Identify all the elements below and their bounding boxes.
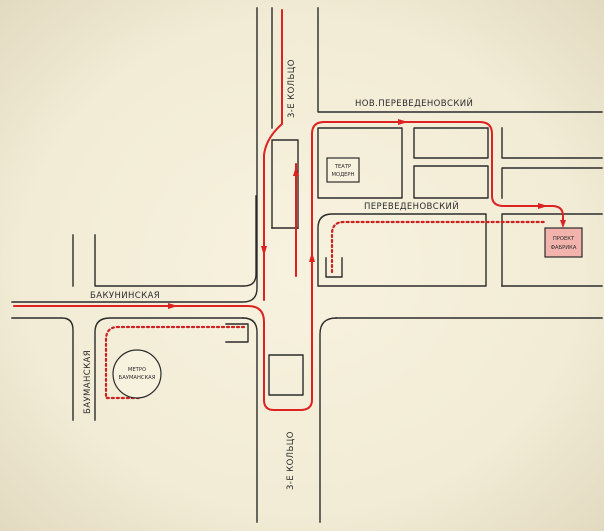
theatre-modern[interactable]: ТЕАТР МОДЕРН — [326, 157, 360, 183]
road-edge — [11, 317, 74, 421]
walking-route — [104, 220, 546, 400]
direction-arrow-icon — [538, 203, 548, 209]
metro-label-2: БАУМАНСКАЯ — [119, 375, 156, 381]
metro-baumanskaya[interactable]: МЕТРО БАУМАНСКАЯ — [112, 349, 162, 399]
road-edge — [501, 127, 603, 159]
street-label-perevedenovsky: ПЕРЕВЕДЕНОВСКИЙ — [364, 200, 459, 212]
road-edge — [319, 317, 337, 523]
road-stub — [225, 323, 249, 343]
direction-arrow-icon — [560, 220, 566, 228]
road-edge — [501, 213, 603, 287]
street-label-bakuninskaya: БАКУНИНСКАЯ — [90, 291, 160, 301]
road-edge — [501, 167, 603, 199]
direction-arrow-icon — [293, 166, 299, 176]
road-edge — [11, 7, 258, 303]
walk-line — [330, 220, 546, 274]
theatre-label-1: ТЕАТР — [334, 164, 351, 170]
direction-arrow-icon — [261, 246, 267, 256]
driving-route — [13, 9, 566, 411]
route-line — [263, 9, 283, 301]
city-block — [413, 165, 489, 199]
lane-divider — [271, 139, 299, 229]
street-label-nov-perevedenovsky: НОВ.ПЕРЕВЕДЕНОВСКИЙ — [355, 97, 473, 109]
destination-label-1: ПРОЕКТ — [553, 236, 575, 242]
city-block — [413, 127, 489, 159]
street-label-kolco-top: 3-Е КОЛЬЦО — [287, 59, 297, 118]
destination-label-2: ФАБРИКА — [551, 245, 577, 251]
road-edge — [317, 213, 487, 287]
walk-line — [104, 325, 246, 400]
theatre-block — [317, 127, 403, 199]
road-edge — [242, 317, 258, 523]
route-line — [13, 121, 564, 411]
traffic-island — [268, 354, 304, 396]
direction-arrow-icon — [168, 303, 178, 309]
road-edge — [94, 317, 244, 421]
street-label-baumanskaya: БАУМАНСКАЯ — [83, 350, 93, 414]
road-edge — [94, 195, 257, 287]
road-edge — [317, 7, 603, 113]
roads — [11, 7, 603, 523]
street-label-kolco-bottom: 3-Е КОЛЬЦО — [286, 431, 296, 490]
direction-arrow-icon — [398, 119, 408, 125]
theatre-label-2: МОДЕРН — [332, 172, 355, 178]
road-stub — [325, 257, 343, 278]
direction-arrow-icon — [309, 252, 315, 262]
metro-label-1: МЕТРО — [128, 367, 146, 373]
metro-icon — [112, 349, 162, 399]
destination-proekt-fabrika[interactable]: ПРОЕКТ ФАБРИКА — [544, 227, 583, 258]
